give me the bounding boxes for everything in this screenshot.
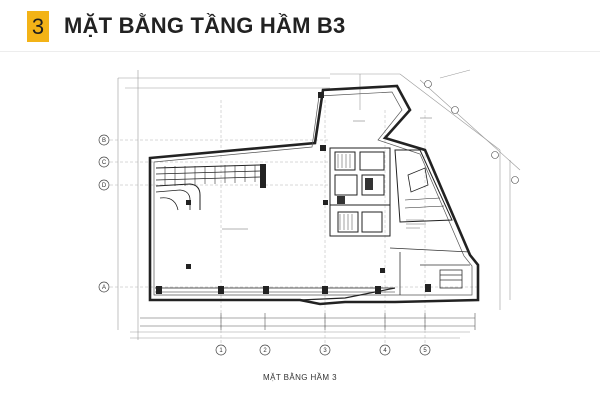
building-outline xyxy=(148,84,480,306)
svg-text:4: 4 xyxy=(383,348,387,354)
column-axis-markers: 1 2 3 4 5 xyxy=(215,344,431,356)
svg-text:5: 5 xyxy=(423,348,427,354)
svg-text:3: 3 xyxy=(323,348,327,354)
ramp-column xyxy=(260,164,266,188)
svg-text:D: D xyxy=(102,183,107,189)
construction-lines xyxy=(117,69,521,340)
plan-caption: MẶT BẰNG HẦM 3 xyxy=(263,373,337,382)
vehicle-ramp xyxy=(155,164,261,211)
ramp-hatching xyxy=(164,165,256,186)
basement-floor-plan: B C D A 1 2 3 4 5 xyxy=(98,69,521,356)
svg-text:1: 1 xyxy=(219,348,223,354)
svg-text:C: C xyxy=(102,160,107,166)
technical-room xyxy=(394,149,453,223)
plan-annotations xyxy=(222,117,432,230)
grid-axis-lines xyxy=(110,100,480,345)
diagonal-axis-markers xyxy=(424,80,519,184)
column-axis-5: 5 xyxy=(419,344,431,356)
row-axis-d: D xyxy=(98,179,110,191)
row-axis-a: A xyxy=(98,281,110,293)
dimension-chain xyxy=(140,313,476,330)
section-number-badge: 3 xyxy=(27,11,49,42)
core-block xyxy=(329,147,391,237)
core-fill xyxy=(365,178,373,190)
column-axis-3: 3 xyxy=(319,344,331,356)
column-axis-4: 4 xyxy=(379,344,391,356)
row-axis-b: B xyxy=(98,134,110,146)
inner-wall-outline xyxy=(153,91,473,296)
row-axis-c: C xyxy=(98,156,110,168)
structural-columns xyxy=(156,92,431,294)
svg-text:B: B xyxy=(102,138,106,144)
page-title: MẶT BẰNG TẦNG HẦM B3 xyxy=(64,13,346,38)
column-axis-2: 2 xyxy=(259,344,271,356)
row-axis-markers: B C D A xyxy=(98,134,110,293)
partitions xyxy=(389,247,471,295)
header-divider xyxy=(0,51,600,52)
column-axis-1: 1 xyxy=(215,344,227,356)
core-fill xyxy=(337,196,345,204)
svg-text:A: A xyxy=(102,285,106,291)
stair-treads xyxy=(337,154,353,230)
svg-text:2: 2 xyxy=(263,348,267,354)
bottom-wall xyxy=(155,287,396,301)
